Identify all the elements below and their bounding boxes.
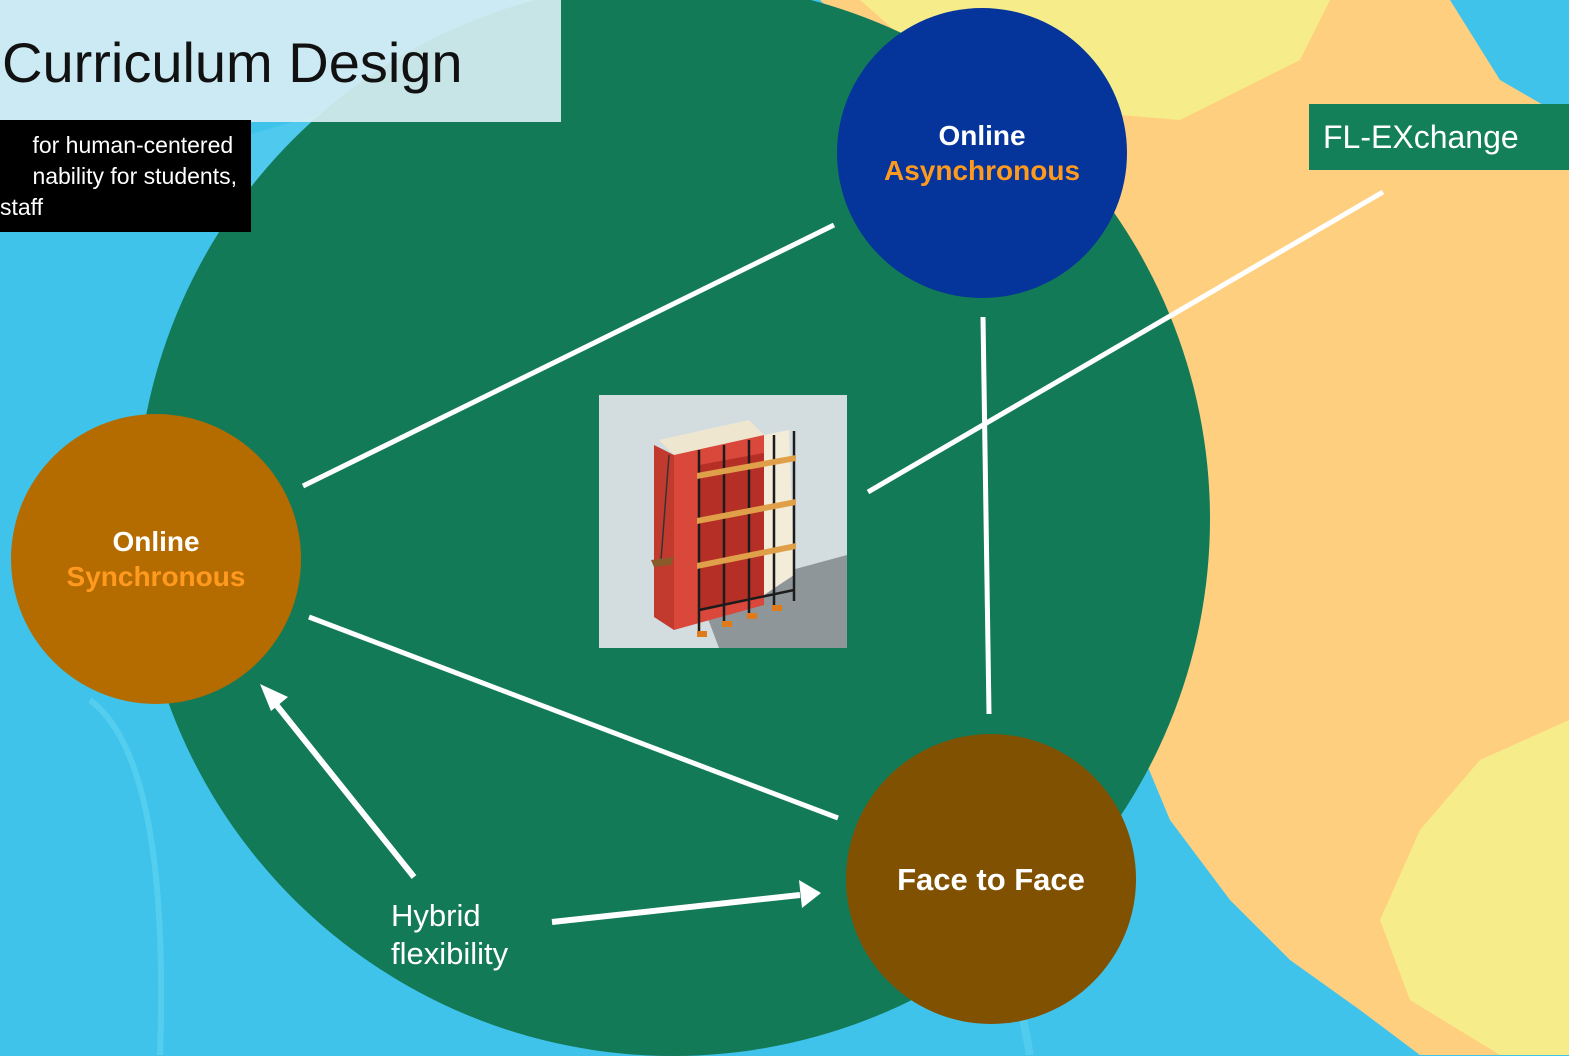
title-box: Curriculum Design <box>0 0 561 122</box>
line-sync-async <box>301 222 836 489</box>
line-async-f2f <box>980 316 992 715</box>
description-text: for human-centered nability for students… <box>32 130 237 192</box>
description-box: for human-centered nability for students… <box>0 120 251 232</box>
hybrid-line-2: flexibility <box>391 936 509 971</box>
description-line-2: nability for students, <box>32 163 237 189</box>
face-to-face-node[interactable]: Face to Face <box>846 734 1136 1024</box>
online-synchronous-node[interactable]: Online Synchronous <box>11 414 301 704</box>
online-async-line-1: Online <box>938 120 1026 151</box>
online-async-line-2: Asynchronous <box>883 155 1081 186</box>
face-to-face-label: Face to Face <box>897 861 1085 897</box>
online-asynchronous-node[interactable]: Online Asynchronous <box>837 8 1127 298</box>
description-line-3: staff <box>0 194 44 220</box>
hybrid-flexibility-label: Hybrid flexibility <box>391 897 508 973</box>
book-scaffolding-icon <box>599 395 847 648</box>
online-sync-line-2: Synchronous <box>66 561 246 592</box>
arrowhead-to-f2f <box>799 880 821 908</box>
line-center-flexchange <box>866 189 1385 495</box>
arrow-to-f2f <box>551 892 801 925</box>
fl-exchange-tag[interactable]: FL-EXchange <box>1309 104 1569 170</box>
arrow-to-sync <box>271 700 417 879</box>
online-sync-line-1: Online <box>112 526 200 557</box>
description-line-1: for human-centered <box>32 132 234 158</box>
line-sync-f2f <box>308 614 839 821</box>
fl-exchange-label: FL-EXchange <box>1323 119 1519 155</box>
slide-title: Curriculum Design <box>2 31 463 94</box>
arrowhead-to-sync <box>260 684 288 711</box>
hybrid-line-1: Hybrid <box>391 898 481 933</box>
